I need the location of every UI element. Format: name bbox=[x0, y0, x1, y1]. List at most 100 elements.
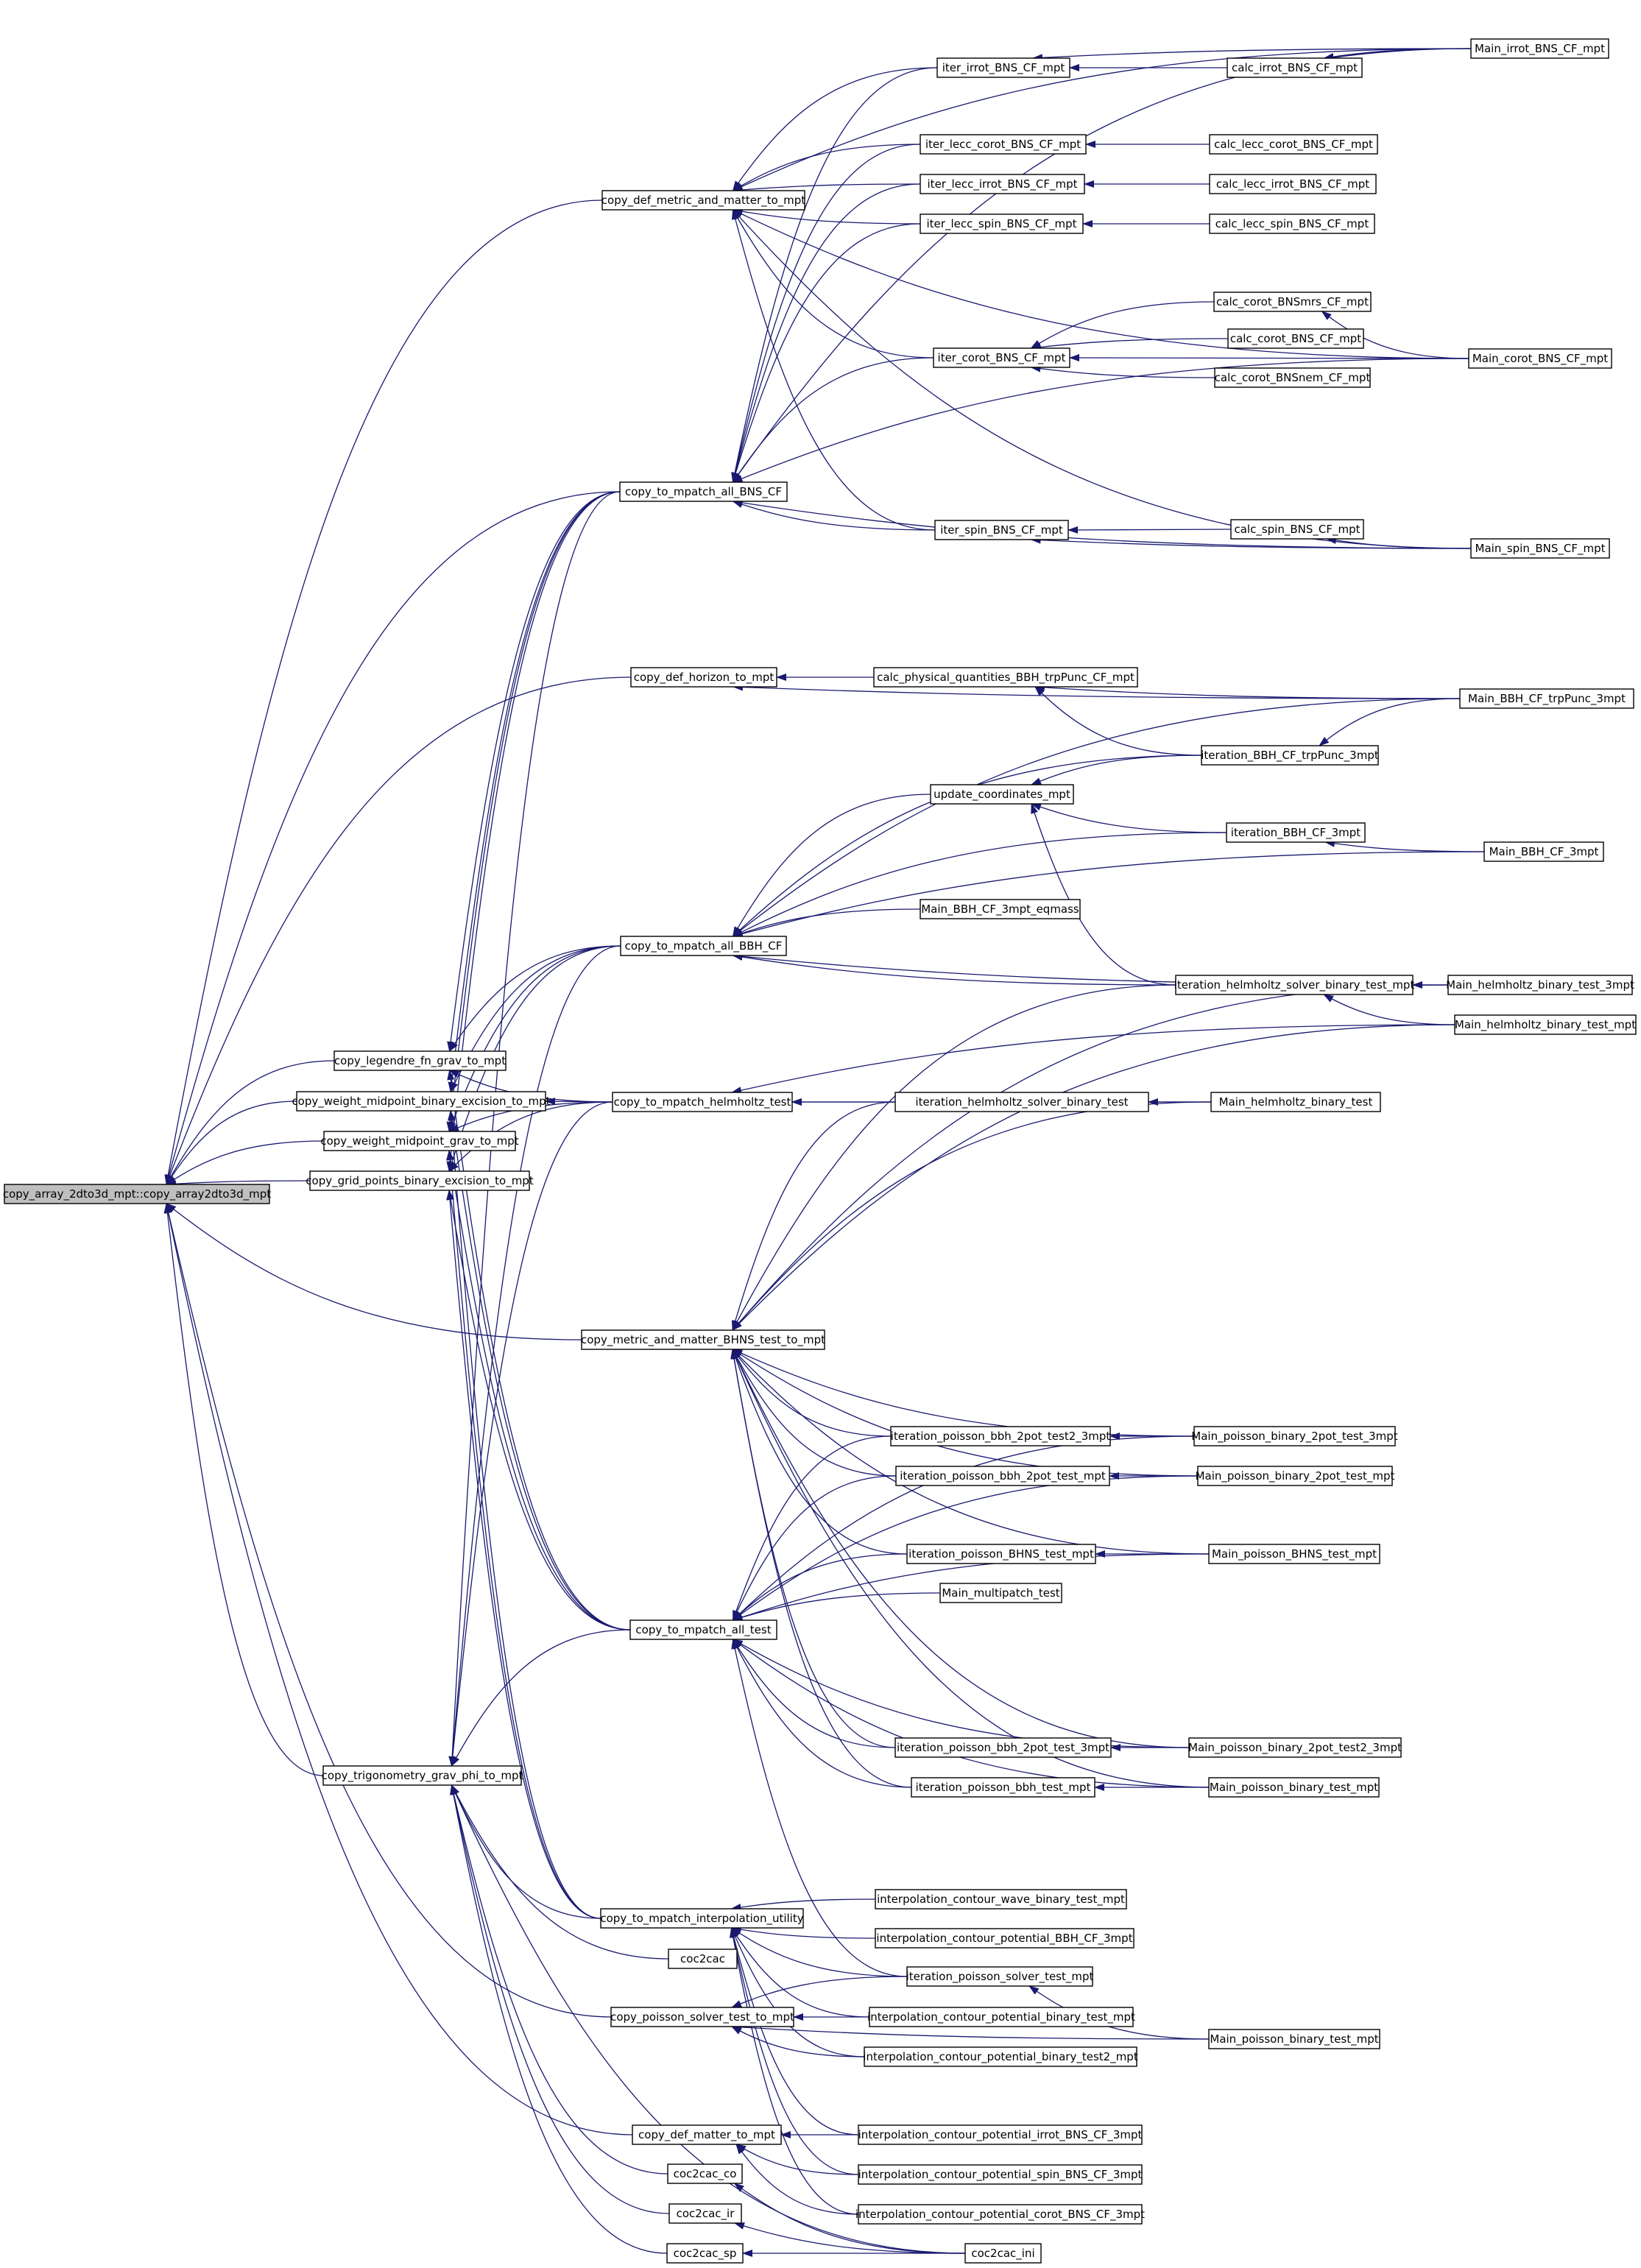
node-calc-corot-nem[interactable]: calc_corot_BNSnem_CF_mpt bbox=[1214, 367, 1371, 388]
node-calc-corot[interactable]: calc_corot_BNS_CF_mpt bbox=[1227, 328, 1364, 349]
node-iter-BBH-3mpt[interactable]: iteration_BBH_CF_3mpt bbox=[1226, 822, 1366, 843]
node-Main-corot[interactable]: Main_corot_BNS_CF_mpt bbox=[1468, 348, 1612, 369]
edge-copy-trig-to-root bbox=[163, 1203, 324, 1776]
node-coc2cac-sp[interactable]: coc2cac_sp bbox=[666, 2243, 744, 2264]
node-Main-BBH-3mpt[interactable]: Main_BBH_CF_3mpt bbox=[1483, 841, 1604, 862]
node-iter-helm-mpt[interactable]: iteration_helmholtz_solver_binary_test_m… bbox=[1174, 975, 1415, 995]
node-label: coc2cac_ini bbox=[971, 2247, 1034, 2261]
edge-interp-spin-to-copy-interp bbox=[730, 1927, 859, 2175]
node-Main-multi[interactable]: Main_multipatch_test bbox=[939, 1583, 1062, 1603]
node-box bbox=[1209, 134, 1378, 155]
node-box bbox=[894, 1737, 1112, 1758]
edge-copy-all-test-to-copy-wmp-grav bbox=[447, 1150, 631, 1631]
node-copy-wmp-grav[interactable]: copy_weight_midpoint_grav_to_mpt bbox=[320, 1131, 519, 1151]
node-label: calc_spin_BNS_CF_mpt bbox=[1234, 523, 1360, 537]
node-interp-pot-bin[interactable]: interpolation_contour_potential_binary_t… bbox=[867, 2007, 1135, 2027]
node-Main-helm[interactable]: Main_helmholtz_binary_test bbox=[1210, 1092, 1381, 1112]
node-box bbox=[858, 2124, 1143, 2145]
node-iter-corot[interactable]: iter_corot_BNS_CF_mpt bbox=[933, 347, 1070, 368]
node-Main-helm-mpt[interactable]: Main_helmholtz_binary_test_mpt bbox=[1454, 1014, 1637, 1035]
node-copy-all-BNS[interactable]: copy_to_mpatch_all_BNS_CF bbox=[619, 481, 788, 502]
edge-iter-psolver-to-copy-psolver bbox=[731, 1976, 908, 2008]
node-coc2cac-ir[interactable]: coc2cac_ir bbox=[668, 2203, 742, 2224]
node-iter-pbbh-2pt2-3[interactable]: iteration_poisson_bbh_2pot_test2_3mpt bbox=[890, 1426, 1111, 1446]
edge-copy-interp-to-copy-grid bbox=[446, 1190, 601, 1919]
node-copy-def-matter[interactable]: copy_def_matter_to_mpt bbox=[632, 2124, 782, 2145]
node-copy-interp[interactable]: copy_to_mpatch_interpolation_utility bbox=[600, 1908, 804, 1929]
node-label: iter_irrot_BNS_CF_mpt bbox=[942, 61, 1065, 75]
node-box bbox=[581, 1329, 825, 1350]
node-Main-irrot[interactable]: Main_irrot_BNS_CF_mpt bbox=[1470, 38, 1609, 59]
node-copy-all-BBH[interactable]: copy_to_mpatch_all_BBH_CF bbox=[620, 936, 787, 956]
node-Main-spin[interactable]: Main_spin_BNS_CF_mpt bbox=[1470, 538, 1610, 559]
node-iter-helm[interactable]: iteration_helmholtz_solver_binary_test bbox=[894, 1092, 1149, 1112]
node-coc2cac-ini[interactable]: coc2cac_ini bbox=[964, 2243, 1042, 2264]
node-iter-spin[interactable]: iter_spin_BNS_CF_mpt bbox=[934, 520, 1069, 540]
node-Main-pb-test2[interactable]: Main_poisson_binary_test_mpt bbox=[1208, 2029, 1380, 2049]
node-copy-all-test[interactable]: copy_to_mpatch_all_test bbox=[629, 1619, 777, 1640]
node-coc2cac-co[interactable]: coc2cac_co bbox=[667, 2163, 743, 2184]
node-copy-psolver[interactable]: copy_poisson_solver_test_to_mpt bbox=[610, 2007, 794, 2027]
node-iter-BBH-trp[interactable]: iteration_BBH_CF_trpPunc_3mpt bbox=[1201, 745, 1379, 766]
node-iter-pBHNS[interactable]: iteration_poisson_BHNS_test_mpt bbox=[906, 1544, 1096, 1564]
node-Main-pBHNS[interactable]: Main_poisson_BHNS_test_mpt bbox=[1208, 1544, 1380, 1564]
node-interp-wave[interactable]: interpolation_contour_wave_binary_test_m… bbox=[875, 1889, 1127, 1910]
node-calc-lecc-spin[interactable]: calc_lecc_spin_BNS_CF_mpt bbox=[1209, 213, 1375, 234]
node-label: copy_to_mpatch_helmholtz_test bbox=[614, 1095, 791, 1109]
node-calc-irrot[interactable]: calc_irrot_BNS_CF_mpt bbox=[1227, 57, 1363, 78]
node-calc-phys-BBH[interactable]: calc_physical_quantities_BBH_trpPunc_CF_… bbox=[873, 667, 1138, 688]
node-iter-pbbh-2pt-3[interactable]: iteration_poisson_bbh_2pot_test_3mpt bbox=[894, 1737, 1112, 1758]
node-calc-corot-mrs[interactable]: calc_corot_BNSmrs_CF_mpt bbox=[1213, 292, 1372, 312]
node-iter-lecc-corot[interactable]: iter_lecc_corot_BNS_CF_mpt bbox=[920, 134, 1087, 155]
node-interp-pot-bin2[interactable]: interpolation_contour_potential_binary_t… bbox=[863, 2046, 1138, 2067]
node-copy-def-horizon[interactable]: copy_def_horizon_to_mpt bbox=[630, 667, 777, 688]
node-calc-spin[interactable]: calc_spin_BNS_CF_mpt bbox=[1230, 519, 1364, 540]
node-copy-BHNS[interactable]: copy_metric_and_matter_BHNS_test_to_mpt bbox=[581, 1329, 825, 1350]
edge-iter-lecc-spin-to-copy-all-BNS bbox=[732, 223, 921, 483]
node-Main-BBH-eqmass[interactable]: Main_BBH_CF_3mpt_eqmass bbox=[920, 899, 1081, 919]
node-iter-pbbh-2pt[interactable]: iteration_poisson_bbh_2pot_test_mpt bbox=[895, 1466, 1110, 1486]
node-Main-pb-2pt2-3[interactable]: Main_poisson_binary_2pot_test2_3mpt bbox=[1188, 1737, 1402, 1758]
node-box bbox=[1197, 1466, 1393, 1486]
node-copy-def-metric[interactable]: copy_def_metric_and_matter_to_mpt bbox=[601, 190, 806, 211]
node-root[interactable]: copy_array_2dto3d_mpt::copy_array2dto3d_… bbox=[3, 1184, 271, 1204]
node-copy-legendre[interactable]: copy_legendre_fn_grav_to_mpt bbox=[334, 1050, 507, 1071]
node-interp-pot-BBH[interactable]: interpolation_contour_potential_BBH_CF_3… bbox=[875, 1928, 1134, 1949]
node-Main-pb-test[interactable]: Main_poisson_binary_test_mpt bbox=[1208, 1777, 1380, 1798]
edge-iter-pbbh-2pt-3-to-copy-all-test bbox=[732, 1639, 896, 1748]
node-interp-spin[interactable]: interpolation_contour_potential_spin_BNS… bbox=[858, 2164, 1143, 2185]
node-update-coord[interactable]: update_coordinates_mpt bbox=[930, 784, 1074, 805]
node-calc-lecc-irrot[interactable]: calc_lecc_irrot_BNS_CF_mpt bbox=[1209, 174, 1377, 194]
node-label: interpolation_contour_potential_irrot_BN… bbox=[858, 2128, 1143, 2142]
node-label: iteration_BBH_CF_trpPunc_3mpt bbox=[1201, 749, 1379, 763]
node-Main-pb-2pt[interactable]: Main_poisson_binary_2pot_test_mpt bbox=[1196, 1466, 1395, 1486]
node-iter-irrot[interactable]: iter_irrot_BNS_CF_mpt bbox=[936, 57, 1070, 78]
node-coc2cac[interactable]: coc2cac bbox=[668, 1949, 738, 1969]
node-Main-pb-2pt-3[interactable]: Main_poisson_binary_2pot_test_3mpt bbox=[1191, 1426, 1398, 1446]
node-Main-helm-3mpt[interactable]: Main_helmholtz_binary_test_3mpt bbox=[1446, 975, 1634, 995]
node-box bbox=[875, 1928, 1134, 1949]
node-iter-lecc-spin[interactable]: iter_lecc_spin_BNS_CF_mpt bbox=[920, 213, 1084, 234]
node-box bbox=[630, 667, 777, 688]
node-iter-lecc-irrot[interactable]: iter_lecc_irrot_BNS_CF_mpt bbox=[920, 174, 1085, 194]
node-label: Main_poisson_binary_test_mpt bbox=[1210, 1781, 1378, 1795]
edge-update-coord-to-copy-all-BBH bbox=[732, 794, 931, 937]
node-box bbox=[858, 2164, 1143, 2185]
edge-copy-all-BBH-to-copy-grid bbox=[448, 945, 621, 1172]
node-copy-wmp-bin[interactable]: copy_weight_midpoint_binary_excision_to_… bbox=[292, 1091, 551, 1112]
node-copy-helm[interactable]: copy_to_mpatch_helmholtz_test bbox=[612, 1092, 793, 1112]
node-box bbox=[864, 2046, 1137, 2067]
node-box bbox=[1227, 57, 1363, 78]
edge-iter-psolver-to-copy-all-test bbox=[731, 1639, 908, 1977]
node-interp-irrot[interactable]: interpolation_contour_potential_irrot_BN… bbox=[858, 2124, 1143, 2145]
node-Main-BBH-trp[interactable]: Main_BBH_CF_trpPunc_3mpt bbox=[1459, 688, 1634, 709]
node-copy-grid[interactable]: copy_grid_points_binary_excision_to_mpt bbox=[306, 1170, 534, 1191]
node-calc-lecc-corot[interactable]: calc_lecc_corot_BNS_CF_mpt bbox=[1209, 134, 1378, 155]
node-label: copy_poisson_solver_test_to_mpt bbox=[610, 2010, 794, 2024]
node-iter-pbbh[interactable]: iteration_poisson_bbh_test_mpt bbox=[911, 1777, 1095, 1798]
node-interp-corot[interactable]: interpolation_contour_potential_corot_BN… bbox=[855, 2204, 1145, 2225]
node-copy-trig[interactable]: copy_trigonometry_grav_phi_to_mpt bbox=[322, 1765, 523, 1786]
edge-iter-helm-mpt-to-copy-all-BBH bbox=[732, 953, 1176, 986]
node-box bbox=[920, 174, 1085, 194]
node-iter-psolver[interactable]: iteration_poisson_solver_test_mpt bbox=[906, 1966, 1094, 1987]
